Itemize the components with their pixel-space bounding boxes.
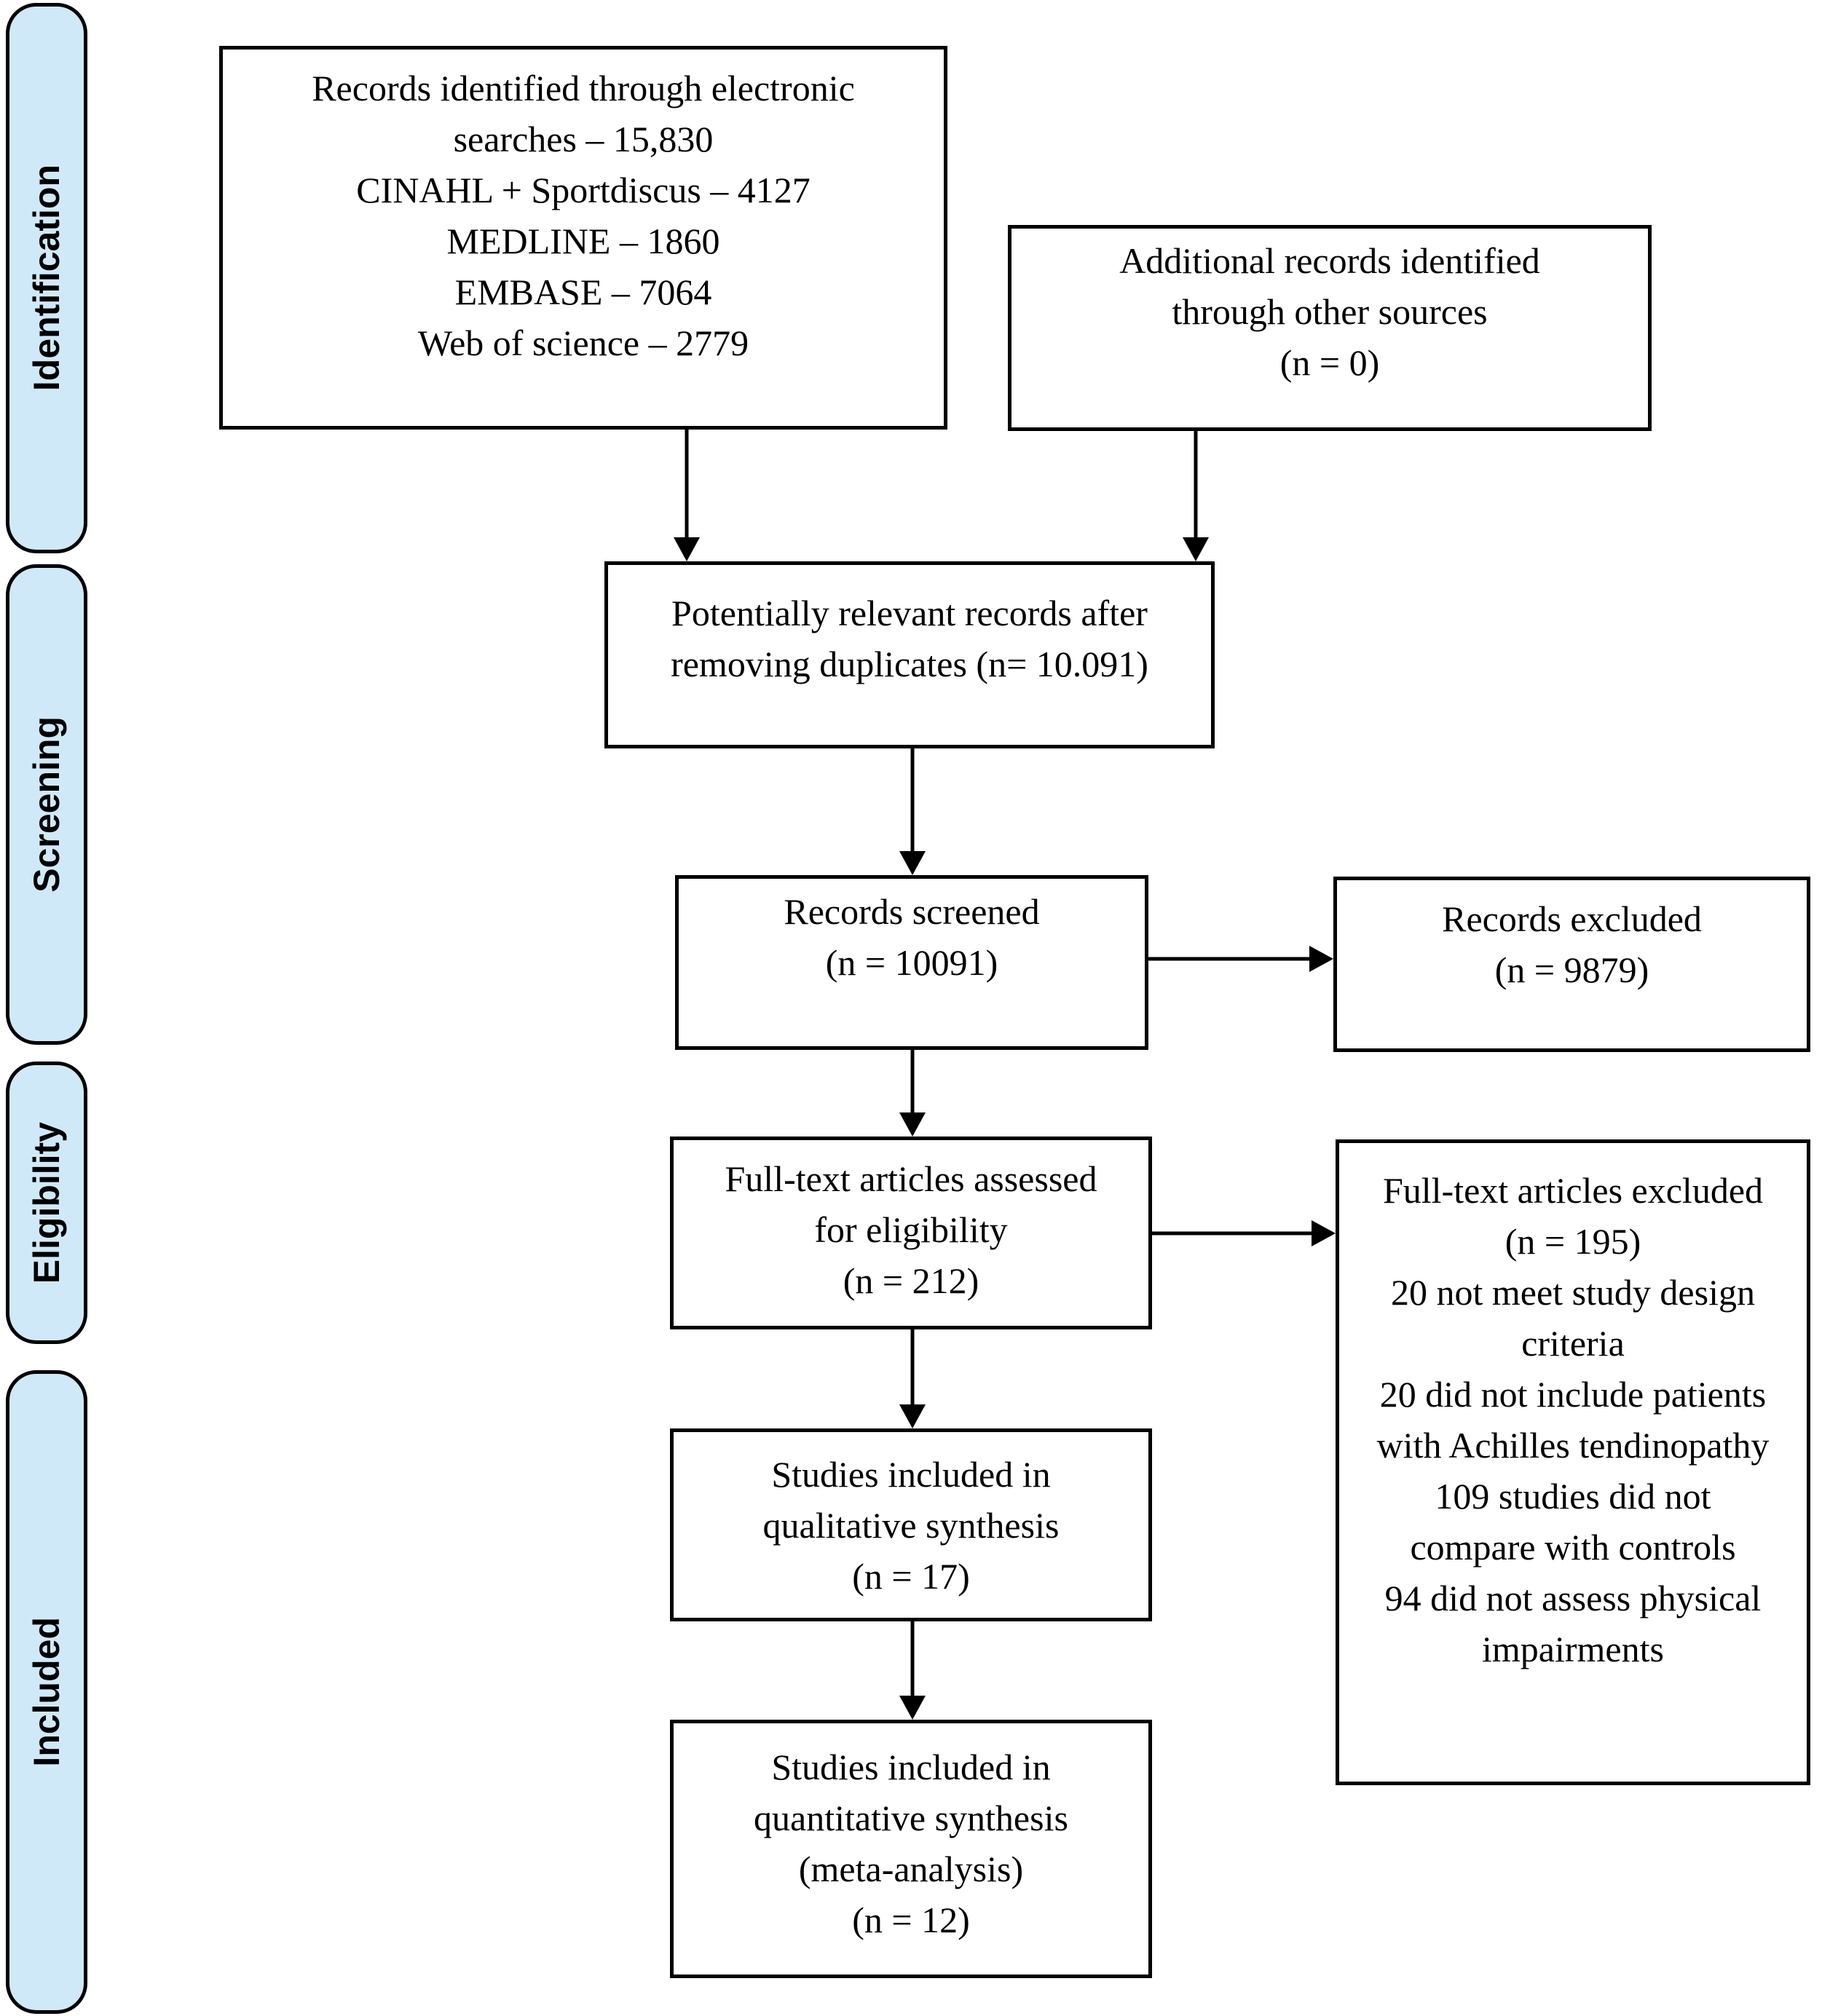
phase-label-screening: Screening — [6, 564, 87, 1045]
phase-label-included: Included — [6, 1370, 87, 2014]
phase-label-identification-text: Identification — [26, 165, 67, 392]
arrow-head — [1309, 946, 1333, 972]
phase-label-identification: Identification — [6, 3, 87, 553]
arrow-head — [1183, 537, 1209, 561]
box-records-excluded-text: Records excluded (n = 9879) — [1442, 898, 1702, 990]
arrow-screened-to-excluded — [1148, 946, 1333, 972]
arrow-head — [1312, 1220, 1336, 1246]
box-records-excluded: Records excluded (n = 9879) — [1333, 877, 1810, 1052]
arrow-additional-to-duplicates — [1183, 431, 1209, 561]
box-additional-records-text: Additional records identified through ot… — [1119, 240, 1540, 383]
box-qualitative-synthesis-text: Studies included in qualitative synthesi… — [762, 1453, 1060, 1597]
phase-label-eligibility: Eligibility — [6, 1062, 87, 1344]
arrow-head — [899, 1404, 926, 1428]
arrow-head — [674, 537, 700, 561]
box-records-identified: Records identified through electronic se… — [219, 46, 947, 430]
arrow-fulltext-to-qualitative — [899, 1329, 926, 1428]
box-fulltext-assessed: Full-text articles assessed for eligibil… — [670, 1137, 1152, 1329]
box-duplicates-removed: Potentially relevant records after remov… — [604, 561, 1215, 748]
box-fulltext-assessed-text: Full-text articles assessed for eligibil… — [725, 1158, 1097, 1301]
arrow-qualitative-to-quantitative — [899, 1621, 926, 1720]
arrow-head — [899, 1696, 926, 1720]
box-qualitative-synthesis: Studies included in qualitative synthesi… — [670, 1428, 1152, 1621]
box-duplicates-removed-text: Potentially relevant records after remov… — [671, 593, 1148, 684]
arrow-duplicates-to-screened — [899, 748, 926, 875]
box-fulltext-excluded: Full-text articles excluded (n = 195) 20… — [1336, 1139, 1810, 1785]
box-additional-records: Additional records identified through ot… — [1008, 225, 1652, 431]
phase-label-screening-text: Screening — [26, 716, 67, 893]
arrow-head — [899, 851, 926, 875]
box-fulltext-excluded-text: Full-text articles excluded (n = 195) 20… — [1376, 1170, 1770, 1669]
box-records-screened-text: Records screened (n = 10091) — [784, 891, 1040, 983]
arrow-fulltext-to-excluded — [1152, 1220, 1336, 1246]
arrow-identified-to-duplicates — [674, 430, 700, 561]
phase-label-included-text: Included — [26, 1617, 67, 1767]
phase-label-eligibility-text: Eligibility — [26, 1121, 67, 1284]
arrow-head — [899, 1112, 926, 1137]
box-quantitative-synthesis-text: Studies included in quantitative synthes… — [754, 1747, 1068, 1940]
box-records-screened: Records screened (n = 10091) — [675, 875, 1148, 1050]
box-records-identified-text: Records identified through electronic se… — [312, 68, 855, 363]
arrow-screened-to-fulltext — [899, 1050, 926, 1137]
box-quantitative-synthesis: Studies included in quantitative synthes… — [670, 1720, 1152, 1978]
